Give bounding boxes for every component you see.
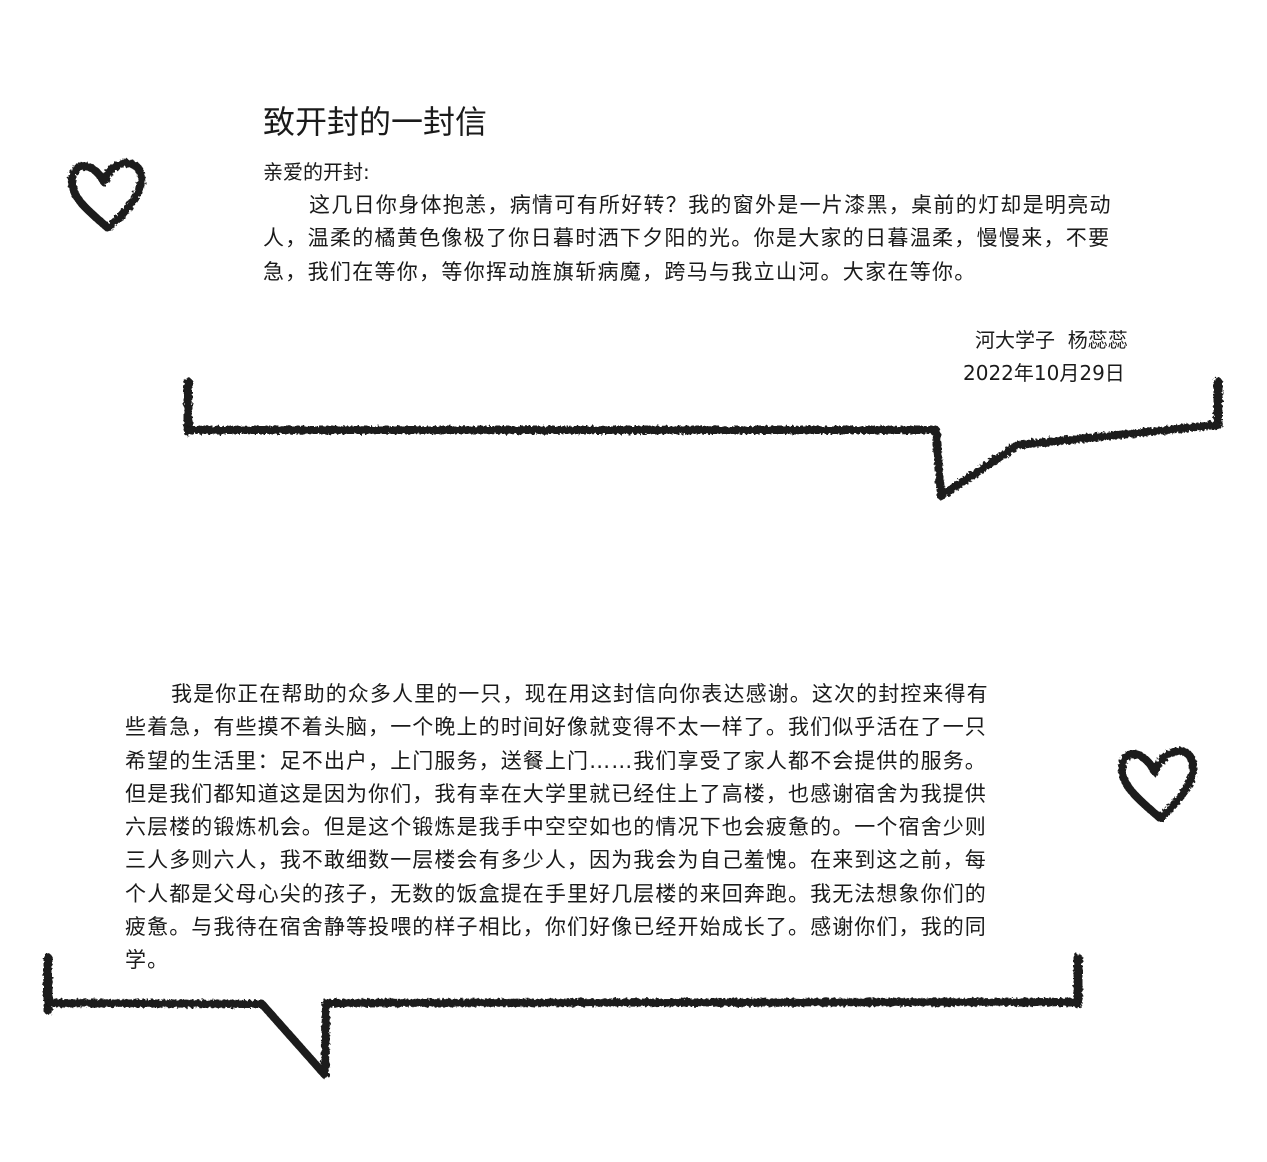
- paragraph-line: 我是你正在帮助的众多人里的一只，现在用这封信向你表达感谢。这次的封控来得有: [171, 682, 989, 706]
- letter-date: 2022年10月29日: [963, 361, 1125, 385]
- speech-bubble-stroke-top: [183, 377, 1223, 500]
- paragraph-line: 疲惫。与我待在宿舍静等投喂的样子相比，你们好像已经开始成长了。感谢你们，我的同: [125, 915, 987, 940]
- letter-title: 致开封的一封信: [263, 103, 488, 141]
- paragraph-line: 学。: [125, 948, 170, 973]
- paragraph-1: 这几日你身体抱恙，病情可有所好转？我的窗外是一片漆黑，桌前的灯却是明亮动 人，温…: [263, 189, 1173, 289]
- paragraph-line: 个人都是父母心尖的孩子，无数的饭盒提在手里好几层楼的来回奔跑。我无法想象你们的: [125, 881, 987, 906]
- paragraph-line: 但是我们都知道这是因为你们，我有幸在大学里就已经住上了高楼，也感谢宿舍为我提供: [125, 781, 987, 806]
- paragraph-line: 急，我们在等你，等你挥动旌旗斩病魔，跨马与我立山河。大家在等你。: [263, 259, 977, 284]
- heart-icon: [67, 159, 146, 232]
- salutation: 亲爱的开封:: [263, 160, 370, 184]
- signature: 河大学子 杨蕊蕊: [975, 328, 1128, 352]
- paragraph-line: 人，温柔的橘黄色像极了你日暮时洒下夕阳的光。你是大家的日暮温柔，慢慢来，不要: [263, 226, 1111, 251]
- paragraph-line: 六层楼的锻炼机会。但是这个锻炼是我手中空空如也的情况下也会疲惫的。一个宿舍少则: [125, 815, 987, 840]
- paragraph-line: 些着急，有些摸不着头脑，一个晚上的时间好像就变得不太一样了。我们似乎活在了一只: [125, 715, 987, 740]
- paragraph-line: 希望的生活里：足不出户，上门服务，送餐上门……我们享受了家人都不会提供的服务。: [125, 748, 987, 773]
- paragraph-line: 三人多则六人，我不敢细数一层楼会有多少人，因为我会为自己羞愧。在来到这之前，每: [125, 848, 987, 873]
- heart-icon: [1117, 747, 1198, 822]
- paragraph-2: 我是你正在帮助的众多人里的一只，现在用这封信向你表达感谢。这次的封控来得有 些着…: [125, 678, 1005, 978]
- paragraph-line: 这几日你身体抱恙，病情可有所好转？我的窗外是一片漆黑，桌前的灯却是明亮动: [309, 193, 1112, 217]
- speech-bubble-stroke-bottom: [43, 953, 1083, 1079]
